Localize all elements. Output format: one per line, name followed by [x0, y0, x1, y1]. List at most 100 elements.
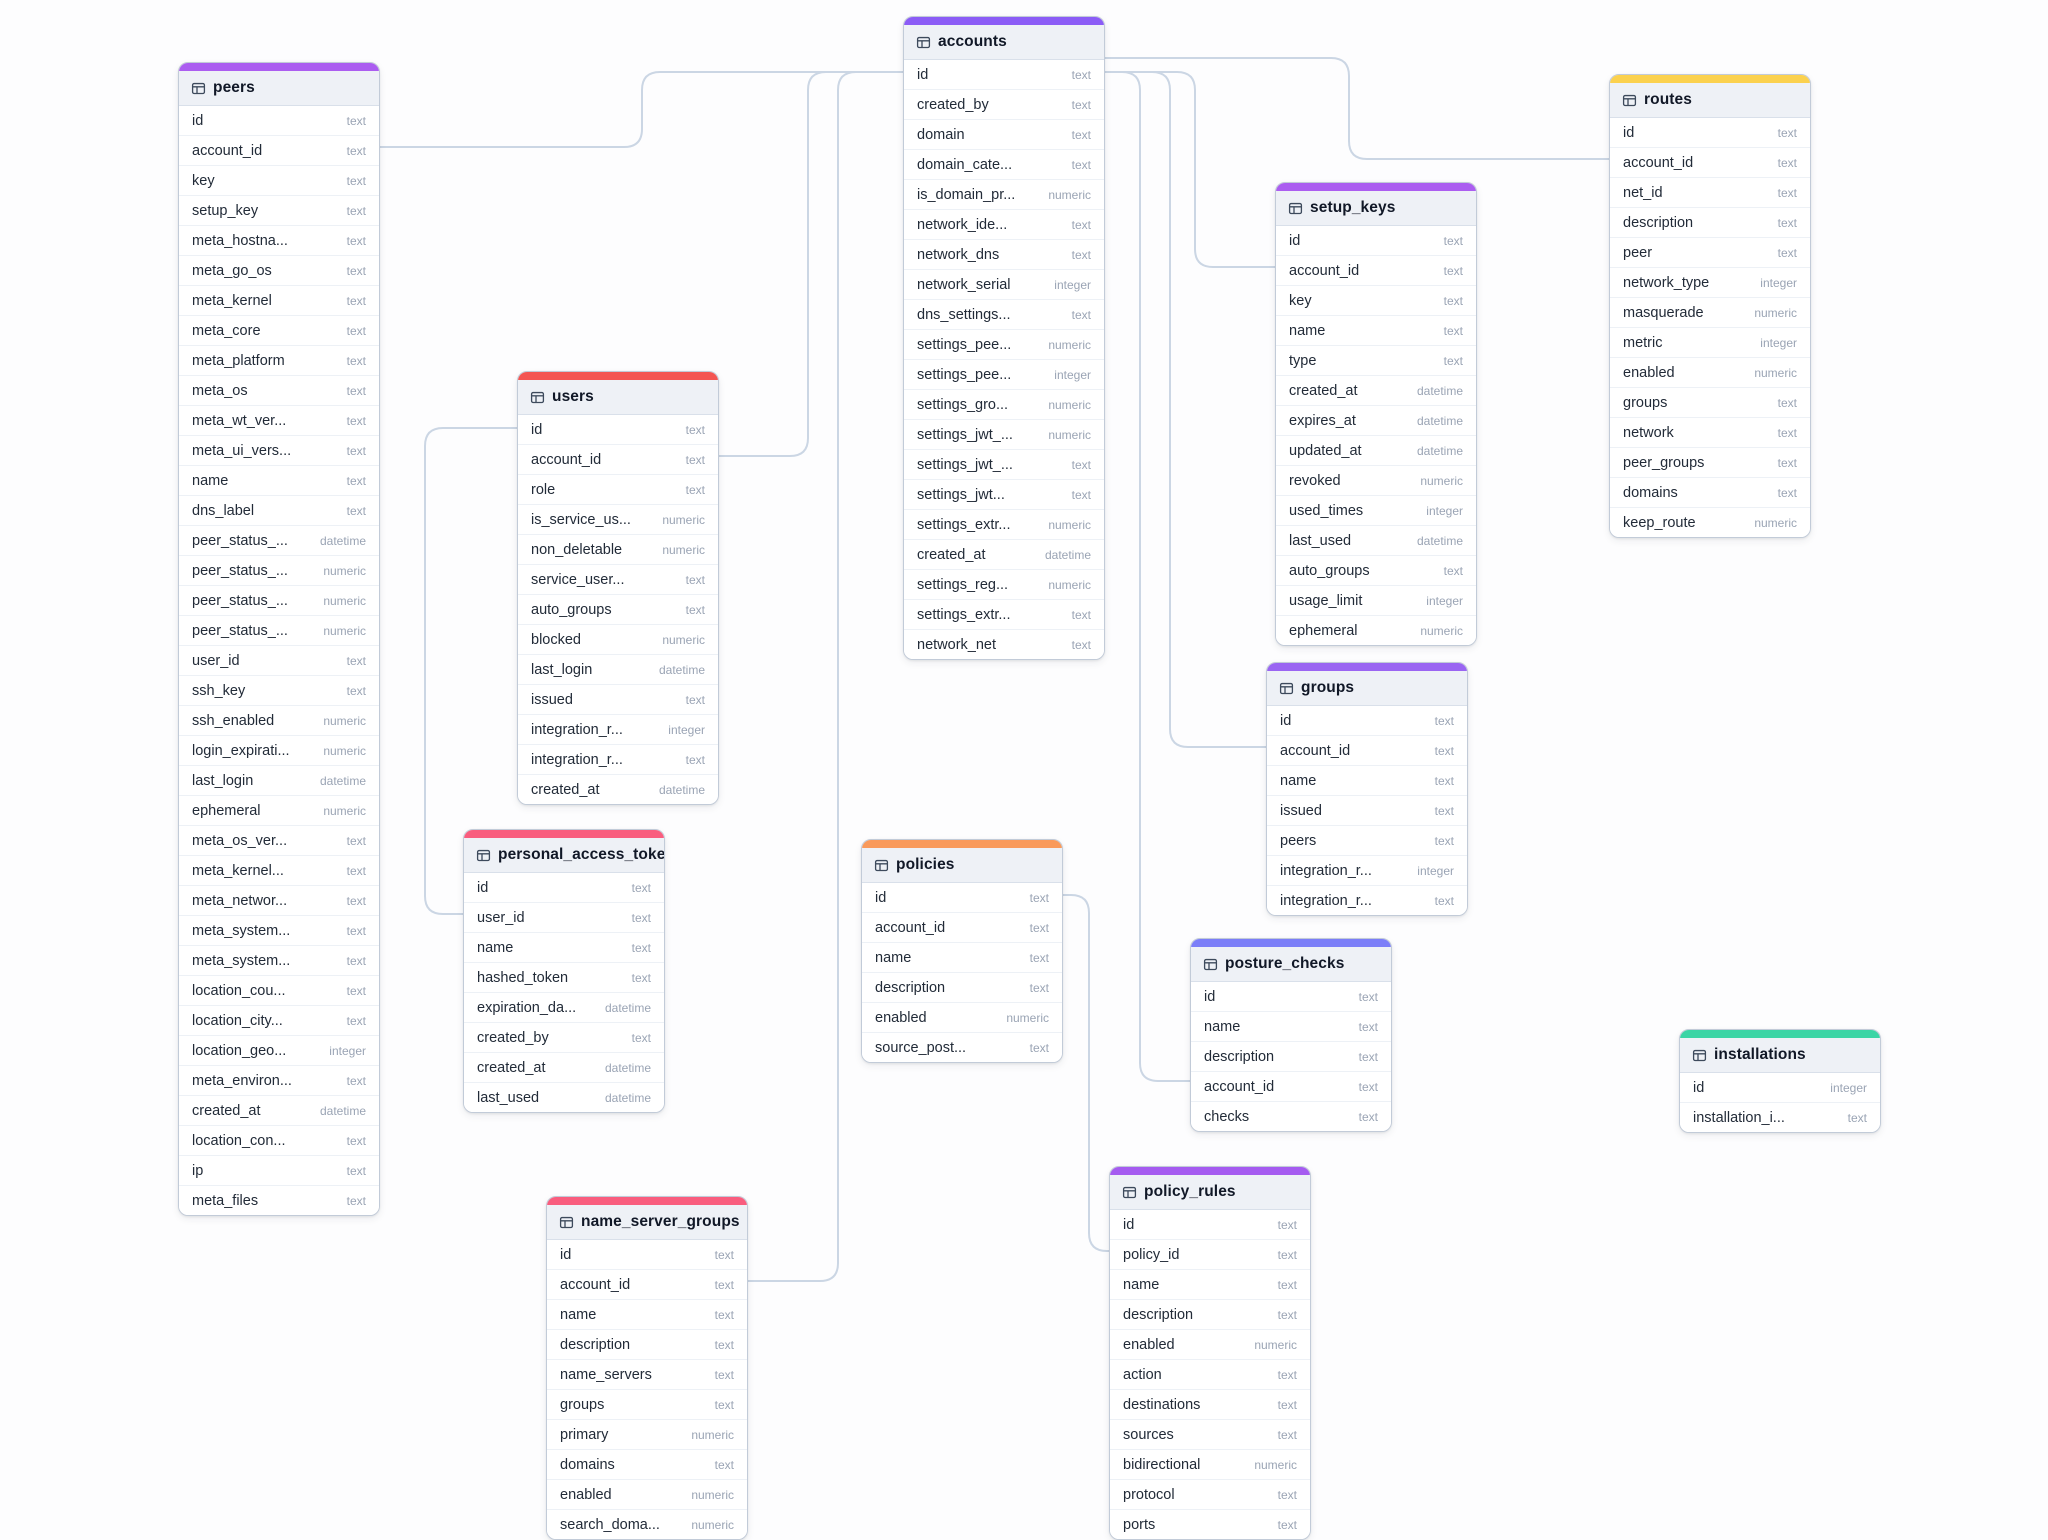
table-header-users[interactable]: users — [518, 380, 718, 415]
field-row-accounts-settings_pee[interactable]: settings_pee...numeric — [904, 330, 1104, 360]
field-row-peers-meta_hostna[interactable]: meta_hostna...text — [179, 226, 379, 256]
field-row-personal_access_tokens-expiration_da[interactable]: expiration_da...datetime — [464, 993, 664, 1023]
field-row-groups-integration_r[interactable]: integration_r...integer — [1267, 856, 1467, 886]
table-header-policies[interactable]: policies — [862, 848, 1062, 883]
field-row-accounts-settings_jwt[interactable]: settings_jwt...text — [904, 480, 1104, 510]
field-row-users-service_user[interactable]: service_user...text — [518, 565, 718, 595]
field-row-accounts-settings_jwt_[interactable]: settings_jwt_...numeric — [904, 420, 1104, 450]
table-header-setup_keys[interactable]: setup_keys — [1276, 191, 1476, 226]
field-row-peers-login_expirati[interactable]: login_expirati...numeric — [179, 736, 379, 766]
table-header-personal_access_tokens[interactable]: personal_access_tokens — [464, 838, 664, 873]
field-row-users-integration_r[interactable]: integration_r...text — [518, 745, 718, 775]
field-row-peers-meta_environ[interactable]: meta_environ...text — [179, 1066, 379, 1096]
field-row-users-is_service_us[interactable]: is_service_us...numeric — [518, 505, 718, 535]
field-row-accounts-is_domain_pr[interactable]: is_domain_pr...numeric — [904, 180, 1104, 210]
table-header-name_server_groups[interactable]: name_server_groups — [547, 1205, 747, 1240]
field-row-peers-peer_status_[interactable]: peer_status_...numeric — [179, 586, 379, 616]
table-header-routes[interactable]: routes — [1610, 83, 1810, 118]
field-row-name_server_groups-search_doma[interactable]: search_doma...numeric — [547, 1510, 747, 1539]
table-personal_access_tokens[interactable]: personal_access_tokensidtextuser_idtextn… — [463, 829, 665, 1113]
field-row-accounts-settings_extr[interactable]: settings_extr...text — [904, 600, 1104, 630]
field-row-accounts-domain_cate[interactable]: domain_cate...text — [904, 150, 1104, 180]
field-row-policies-source_post[interactable]: source_post...text — [862, 1033, 1062, 1062]
table-header-peers[interactable]: peers — [179, 71, 379, 106]
field-row-peers-location_con[interactable]: location_con...text — [179, 1126, 379, 1156]
field-row-peers-location_geo[interactable]: location_geo...integer — [179, 1036, 379, 1066]
table-header-posture_checks[interactable]: posture_checks — [1191, 947, 1391, 982]
table-header-groups[interactable]: groups — [1267, 671, 1467, 706]
field-row-accounts-settings_jwt_[interactable]: settings_jwt_...text — [904, 450, 1104, 480]
field-row-accounts-settings_extr[interactable]: settings_extr...numeric — [904, 510, 1104, 540]
field-row-peers-location_city[interactable]: location_city...text — [179, 1006, 379, 1036]
field-row-accounts-network_ide[interactable]: network_ide...text — [904, 210, 1104, 240]
field-row-peers-peer_status_[interactable]: peer_status_...datetime — [179, 526, 379, 556]
field-row-peers-meta_system[interactable]: meta_system...text — [179, 916, 379, 946]
